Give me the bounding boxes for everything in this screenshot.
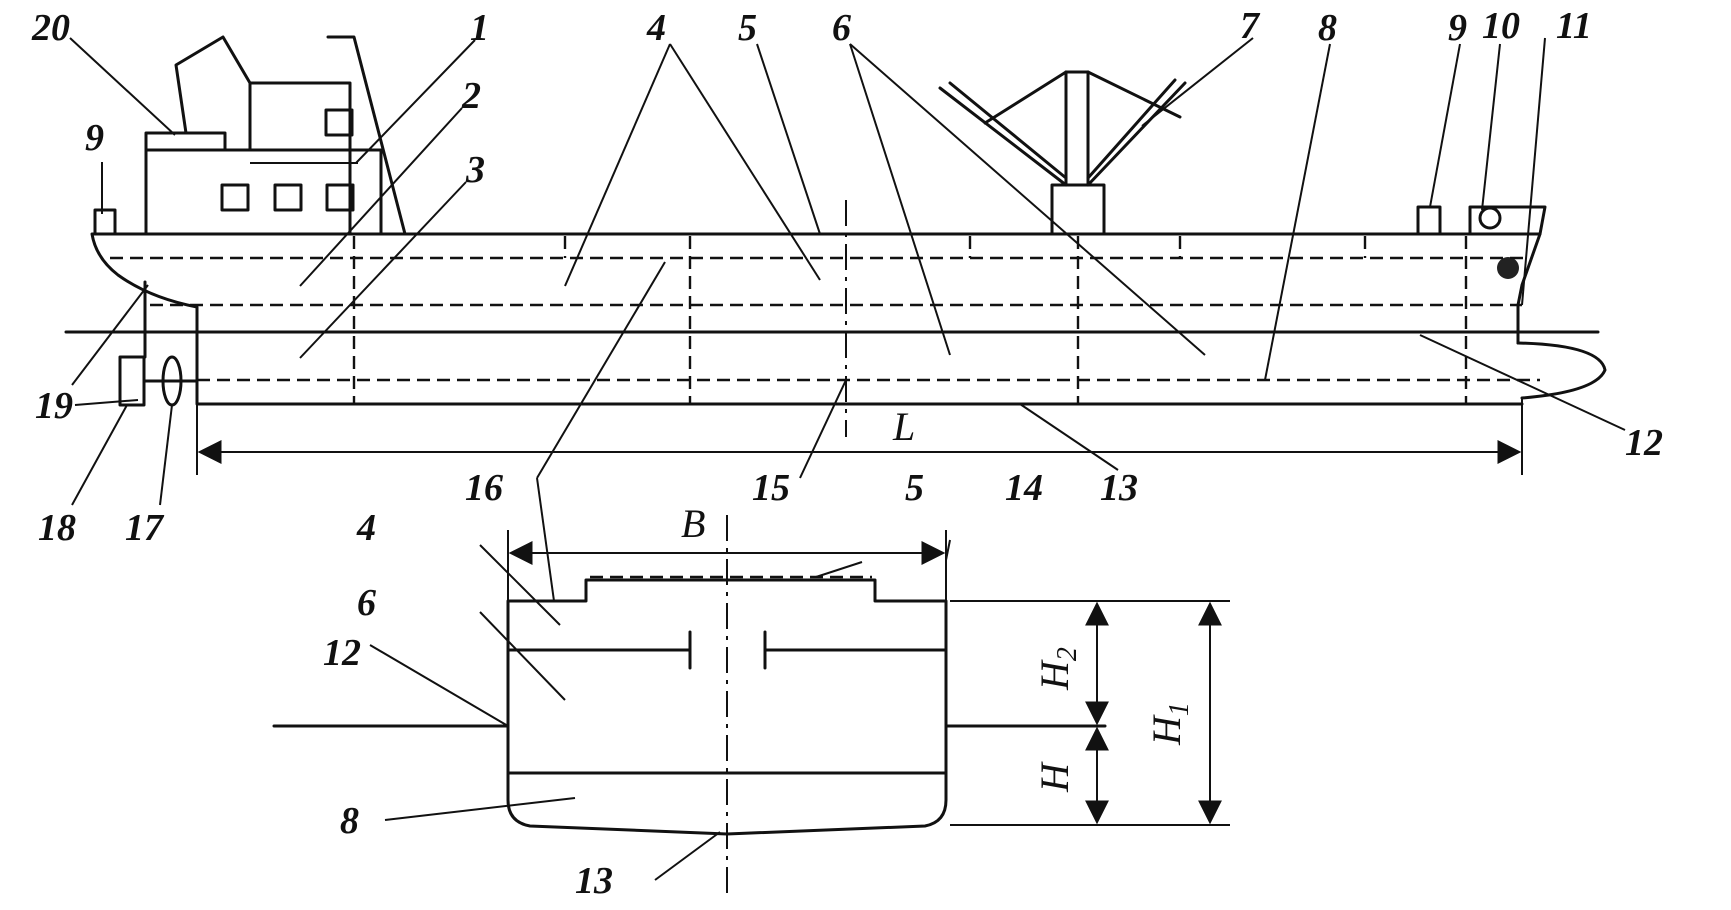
- part-labels: 20 9 1 2 3 4 5 6 7 8 9 10 11 12 13 15 16…: [31, 5, 1663, 902]
- bulkheads: [352, 236, 1468, 404]
- label-B: B: [681, 501, 705, 546]
- label-12-side: 12: [1625, 422, 1663, 464]
- section-outline: [506, 578, 948, 836]
- superstructure: [144, 35, 407, 236]
- label-1: 1: [470, 7, 489, 49]
- label-17: 17: [125, 507, 165, 549]
- label-9-aft: 9: [85, 117, 104, 159]
- bollard-fore: [1416, 205, 1442, 236]
- label-6-section: 6: [357, 582, 376, 624]
- label-H: H: [1032, 761, 1077, 793]
- label-9-fore: 9: [1448, 7, 1467, 49]
- label-L: L: [892, 404, 915, 449]
- label-19: 19: [35, 385, 73, 427]
- midship-section: [272, 515, 1230, 895]
- label-H1: H1: [1144, 702, 1195, 746]
- label-20: 20: [31, 7, 70, 49]
- label-6-side: 6: [832, 7, 851, 49]
- label-11: 11: [1556, 5, 1592, 47]
- label-18: 18: [38, 507, 76, 549]
- label-5-side: 5: [738, 7, 757, 49]
- side-elevation: [64, 35, 1607, 475]
- dimension-labels: L B H2 H H1: [681, 404, 1195, 793]
- label-3: 3: [465, 149, 485, 191]
- label-H2: H2: [1032, 647, 1083, 691]
- label-10: 10: [1482, 5, 1520, 47]
- label-15: 15: [752, 467, 790, 509]
- label-13-section: 13: [575, 860, 613, 902]
- label-5-section: 5: [905, 467, 924, 509]
- label-13-side: 13: [1100, 467, 1138, 509]
- forecastle: [1468, 205, 1547, 279]
- label-12-section: 12: [323, 632, 361, 674]
- label-16: 16: [465, 467, 503, 509]
- label-8-side: 8: [1318, 7, 1337, 49]
- label-4-section: 4: [356, 507, 376, 549]
- label-7: 7: [1240, 5, 1261, 47]
- label-2: 2: [461, 75, 481, 117]
- bollard-aft: [93, 208, 117, 236]
- rudder: [118, 355, 146, 407]
- leader-lines: [69, 37, 1626, 881]
- hull-outline: [90, 232, 1607, 406]
- label-4-side: 4: [646, 7, 666, 49]
- label-14: 14: [1005, 467, 1043, 509]
- deck-crane: [938, 70, 1187, 236]
- label-8-section: 8: [340, 800, 359, 842]
